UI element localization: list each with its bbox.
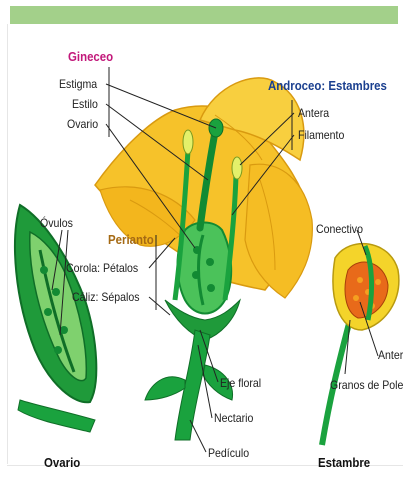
filamento-label: Filamento: [298, 128, 344, 142]
gineceo-title: Gineceo: [68, 50, 113, 64]
eje-floral-label: Eje floral: [220, 376, 261, 390]
conectivo-label: Conectivo: [316, 222, 363, 236]
caliz-label: Cáliz: Sépalos: [72, 290, 140, 304]
antera-detail-label: Antera: [378, 348, 403, 362]
androceo-title: Androceo: Estambres: [268, 79, 387, 93]
granos-de-polen-label: Granos de Polen: [330, 378, 403, 392]
nectario-label: Nectario: [214, 411, 253, 425]
estilo-label: Estilo: [72, 97, 98, 111]
perianto-title: Perianto: [108, 233, 154, 247]
estigma-label: Estigma: [59, 77, 97, 91]
ovario-caption: Ovario: [44, 456, 80, 470]
ovary-cross-section: [15, 205, 96, 432]
antera-label: Antera: [298, 106, 329, 120]
pediculo-label: Pedículo: [208, 446, 249, 460]
estambre-caption: Estambre: [318, 456, 370, 470]
ovulos-label: Óvulos: [40, 216, 73, 230]
stamen-detail: [322, 244, 399, 445]
ovario-label: Ovario: [67, 117, 98, 131]
corola-label: Corola: Pétalos: [66, 261, 138, 275]
